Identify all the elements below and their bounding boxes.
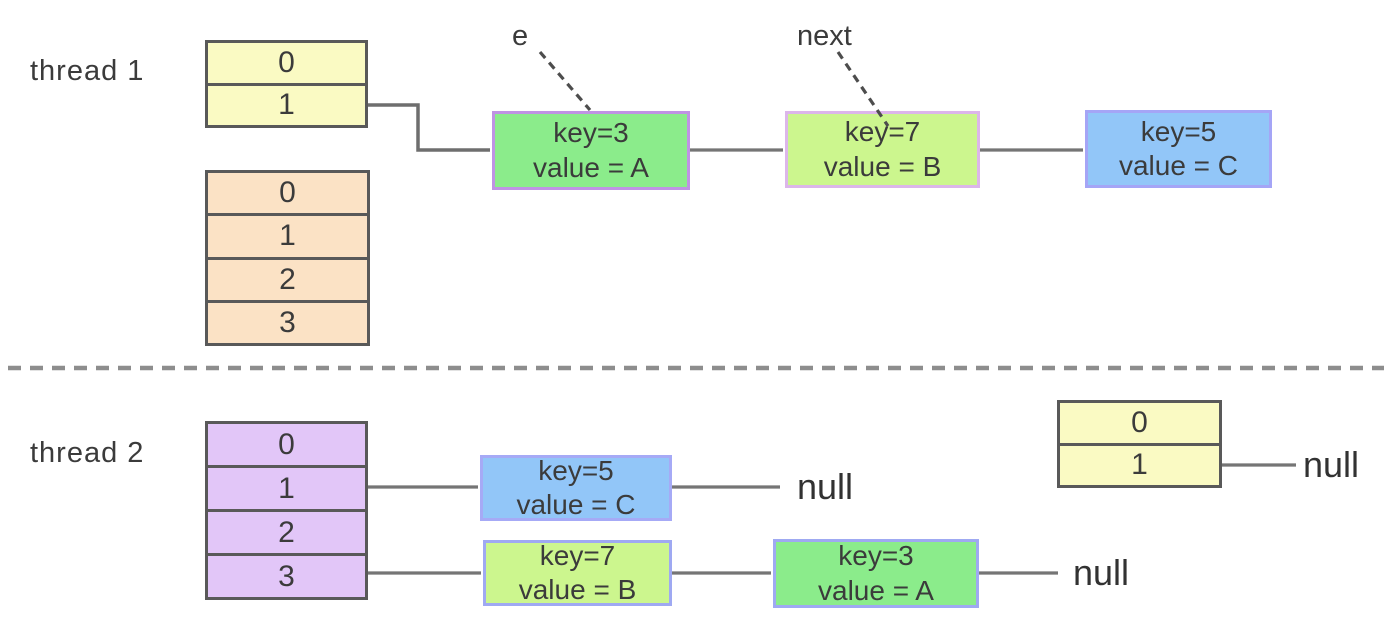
t2-node-key7: key=7 value = B (483, 540, 672, 606)
thread2-new-table: 0 1 (1057, 400, 1222, 488)
t1-node-key3: key=3 value = A (492, 111, 690, 190)
node-value-text: value = B (823, 150, 942, 182)
table-cell: 1 (208, 82, 365, 126)
table-cell: 0 (279, 176, 296, 210)
table-cell: 3 (208, 299, 367, 343)
t1-bucket1-to-node-arrow (368, 103, 490, 152)
thread1-resize-table: 0 1 2 3 (205, 170, 370, 346)
node-value-text: value = A (533, 151, 649, 183)
t2-node-key3: key=3 value = A (773, 539, 979, 608)
table-cell: 0 (278, 45, 295, 79)
pointer-e-label: e (512, 20, 529, 52)
node-key-text: key=3 (553, 117, 629, 149)
null-terminal-chain3: null (1073, 552, 1130, 593)
table-cell: 0 (278, 427, 295, 461)
node-value-text: value = B (518, 574, 637, 605)
null-terminal-chain1: null (797, 466, 854, 507)
null-terminal-new-table: null (1303, 444, 1360, 485)
t1-node-key7: key=7 value = B (785, 111, 980, 188)
node-value-text: value = C (516, 489, 636, 520)
thread1-label: thread 1 (30, 55, 145, 87)
table-cell: 1 (208, 213, 367, 256)
pointer-e-arrow (538, 50, 592, 112)
node-key-text: key=5 (538, 454, 614, 486)
table-cell: 0 (1131, 405, 1148, 439)
node-key-text: key=7 (844, 116, 921, 148)
node-value-text: value = A (818, 574, 934, 606)
thread2-bucket-table: 0 1 2 3 (205, 421, 368, 600)
table-cell: 1 (208, 465, 365, 509)
table-cell: 1 (1060, 442, 1219, 486)
table-cell: 3 (208, 553, 365, 597)
table-cell: 2 (208, 509, 365, 553)
node-value-text: value = C (1118, 150, 1239, 181)
node-key-text: key=7 (539, 539, 616, 571)
node-key-text: key=5 (1140, 115, 1217, 147)
thread2-label: thread 2 (30, 437, 145, 469)
t2-node-key5: key=5 value = C (480, 455, 672, 521)
node-key-text: key=3 (838, 540, 914, 572)
thread1-bucket-table: 0 1 (205, 40, 368, 128)
pointer-next-label: next (797, 20, 852, 52)
t1-node-key5: key=5 value = C (1085, 110, 1272, 188)
table-cell: 2 (208, 256, 367, 300)
